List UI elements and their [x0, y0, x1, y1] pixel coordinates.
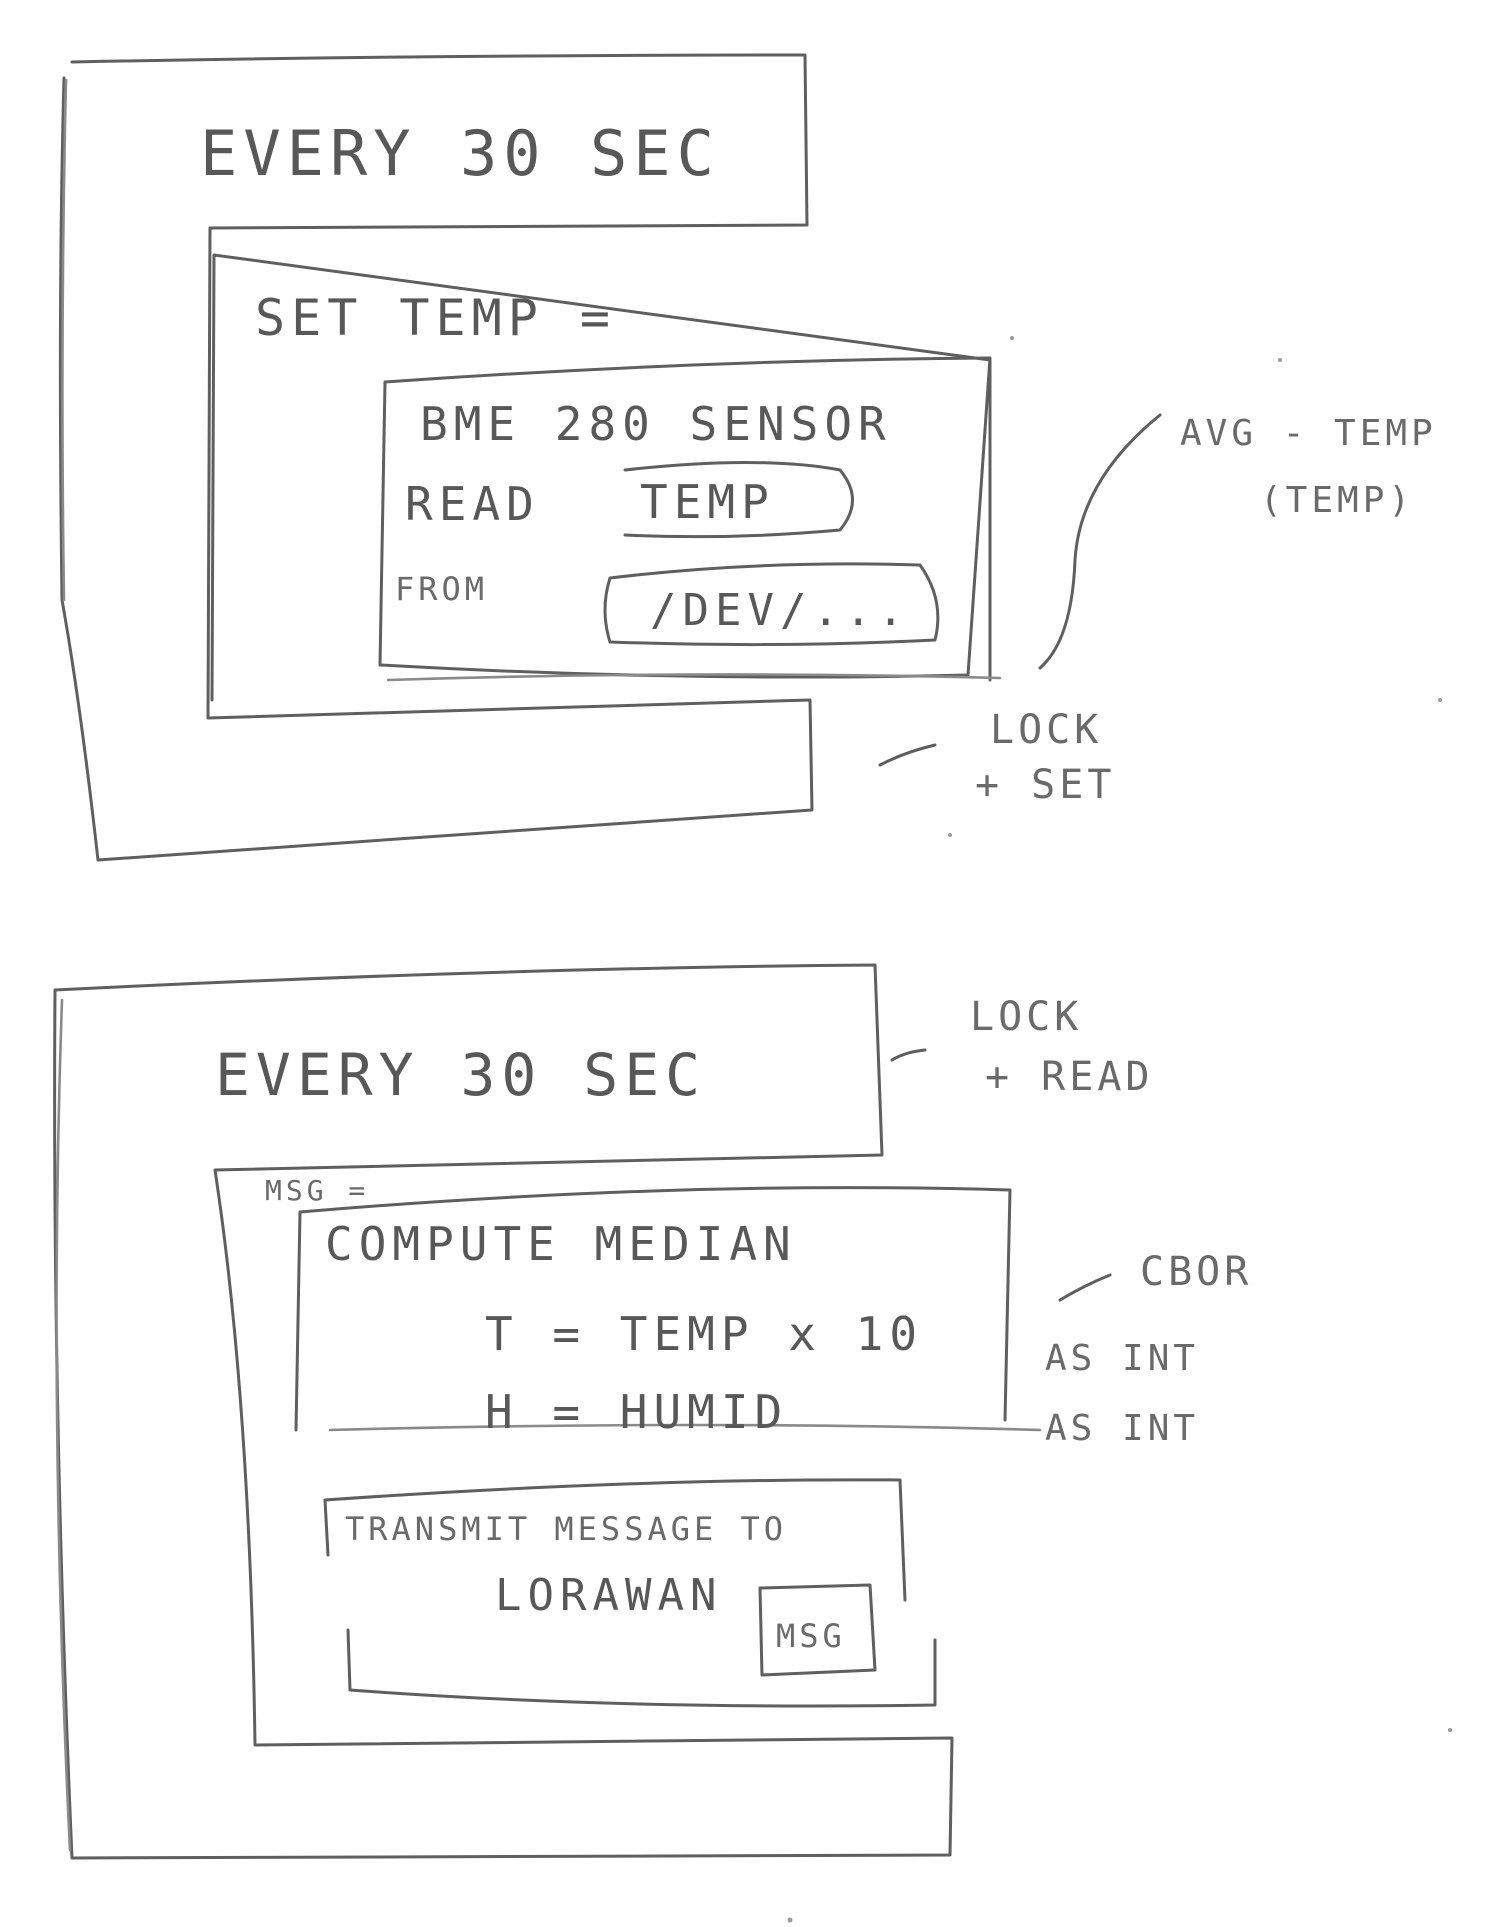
upper-outer-frame — [58, 53, 814, 862]
upper-outer-edge — [61, 78, 68, 602]
lock-set-line1: LOCK — [990, 707, 1102, 753]
from-label: FROM — [395, 570, 488, 608]
formula-temp: T = TEMP x 10 — [485, 1307, 923, 1361]
sensor-base-line — [386, 673, 1002, 682]
formula-humid: H = HUMID — [485, 1385, 788, 1439]
cbor-annotation: CBOR — [1140, 1249, 1252, 1295]
as-int-annotation-2: AS INT — [1045, 1408, 1199, 1449]
upper-every-block — [58, 53, 814, 862]
set-temp-label: SET TEMP = — [255, 289, 616, 347]
compute-block — [294, 1186, 1042, 1432]
lock-set-line2: + SET — [975, 762, 1115, 808]
dev-path-pill[interactable] — [603, 562, 940, 647]
sensor-block — [378, 356, 1002, 682]
transmit-line1: TRANSMIT MESSAGE TO — [345, 1510, 787, 1548]
lock-read-connector — [890, 1048, 927, 1062]
compute-frame — [294, 1186, 1012, 1432]
temp-pill-text: TEMP — [640, 475, 775, 529]
lower-trigger-label: EVERY 30 SEC — [215, 1041, 706, 1109]
compute-title: COMPUTE MEDIAN — [325, 1217, 797, 1271]
as-int-annotation-1: AS INT — [1045, 1338, 1199, 1379]
avg-annotation-line1: AVG - TEMP — [1180, 413, 1437, 454]
upper-trigger-label: EVERY 30 SEC — [200, 117, 720, 190]
paper-specks — [787, 336, 1452, 1923]
cbor-connector — [1058, 1273, 1112, 1302]
lock-read-line2: + READ — [985, 1054, 1154, 1100]
lower-outer-edge — [55, 998, 72, 1852]
sensor-frame — [378, 356, 992, 679]
lock-read-line1: LOCK — [970, 994, 1082, 1040]
temp-pill[interactable] — [623, 461, 854, 539]
msg-label: MSG = — [265, 1174, 369, 1207]
transmit-block — [323, 1478, 937, 1708]
dev-path-text: /DEV/... — [650, 585, 910, 636]
transmit-line2: LORAWAN — [495, 1570, 722, 1621]
transmit-frame — [323, 1478, 937, 1708]
msg-slot-frame[interactable] — [758, 1583, 877, 1677]
msg-slot-text: MSG — [776, 1617, 846, 1655]
lock-set-connector — [878, 743, 937, 767]
compute-base-line — [328, 1423, 1042, 1432]
lower-every-block — [53, 963, 954, 1860]
read-label: READ — [405, 477, 540, 531]
sensor-title: BME 280 SENSOR — [420, 397, 892, 451]
avg-connector — [1038, 413, 1162, 670]
avg-annotation-line2: (TEMP) — [1260, 480, 1414, 521]
